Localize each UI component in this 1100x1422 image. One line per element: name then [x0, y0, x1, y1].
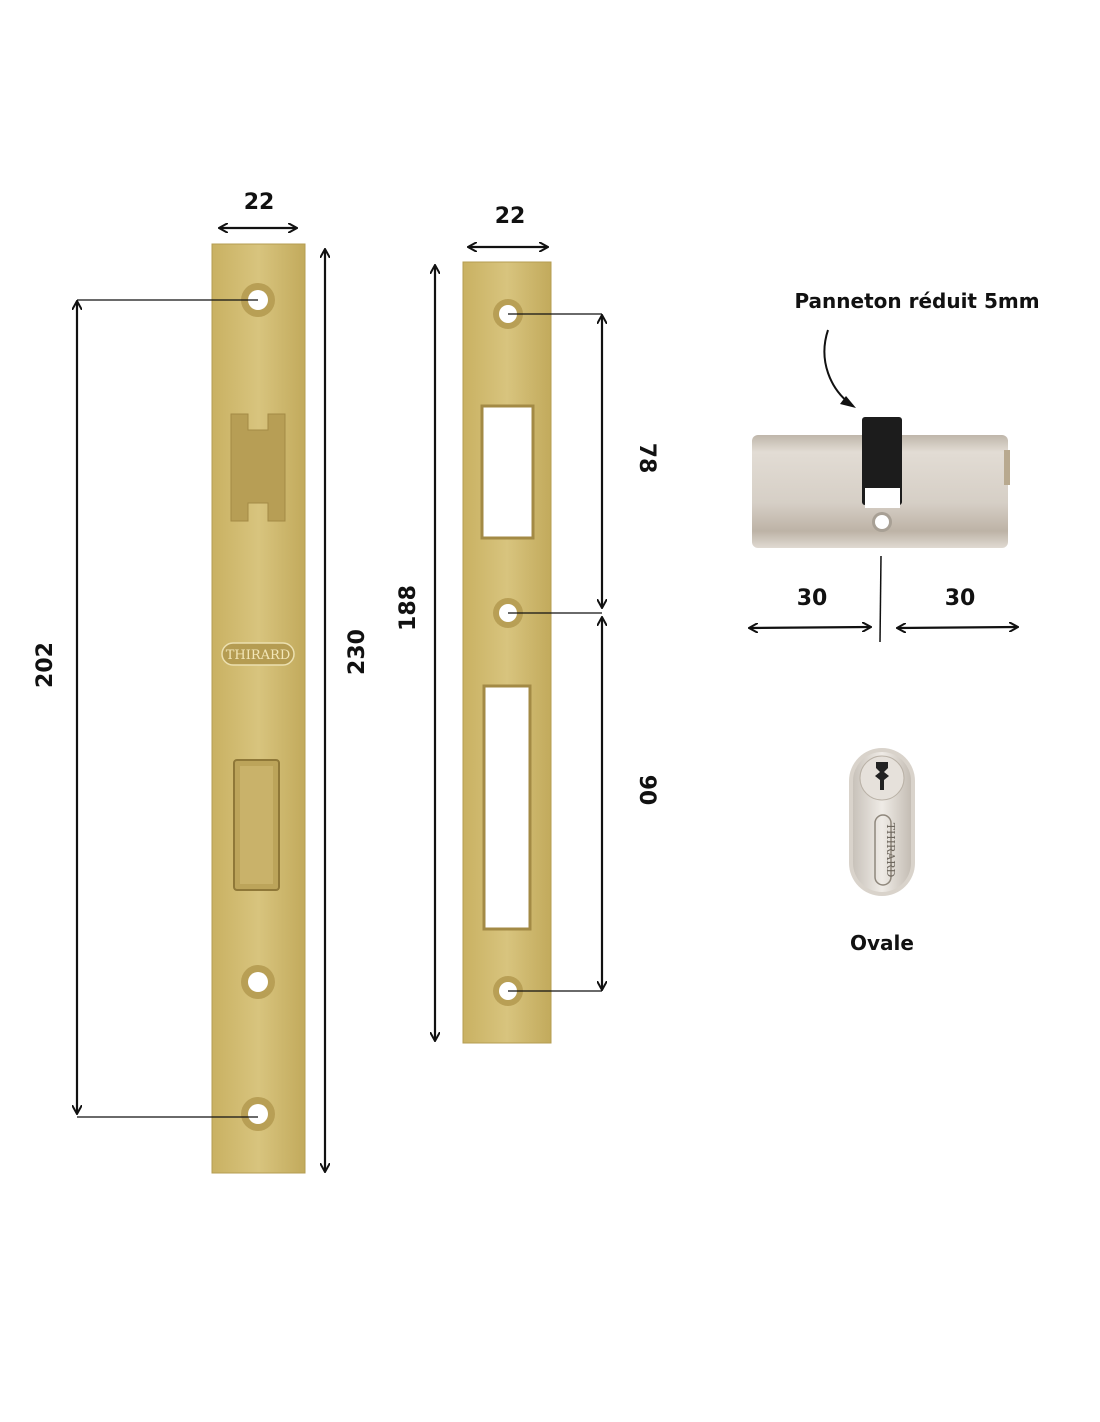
brand-logo: THIRARD	[226, 648, 291, 663]
upper-spacing-label: 78	[634, 443, 659, 474]
center-line	[879, 555, 882, 643]
oval-cylinder-face: THIRARD	[849, 748, 915, 896]
brand-logo: THIRARD	[884, 823, 897, 878]
strike-plate	[462, 261, 552, 1044]
latch-opening	[230, 413, 286, 522]
faceplate-width-label: 22	[244, 190, 275, 215]
cam	[862, 417, 902, 505]
latch-opening	[480, 404, 535, 540]
left-length-label: 30	[797, 586, 828, 611]
left-length-arrow	[750, 627, 870, 628]
profile-label: Ovale	[850, 931, 914, 955]
keyhole-icon	[875, 762, 889, 790]
screw-hole	[241, 1097, 275, 1131]
curved-arrow-icon	[823, 329, 854, 407]
hole-spacing-label: 202	[33, 642, 58, 688]
brand-badge	[221, 642, 295, 666]
bolt-opening	[482, 684, 532, 931]
euro-cylinder	[752, 417, 1010, 548]
screw-hole	[241, 965, 275, 999]
lock-faceplate: THIRARD	[211, 243, 306, 1174]
right-length-label: 30	[945, 586, 976, 611]
cam-note-label: Panneton réduit 5mm	[794, 289, 1039, 313]
strike-width-label: 22	[495, 204, 526, 229]
lower-spacing-label: 90	[634, 775, 659, 806]
faceplate-height-label: 230	[345, 629, 370, 675]
strike-height-label: 188	[396, 585, 421, 631]
right-length-arrow	[898, 627, 1017, 628]
